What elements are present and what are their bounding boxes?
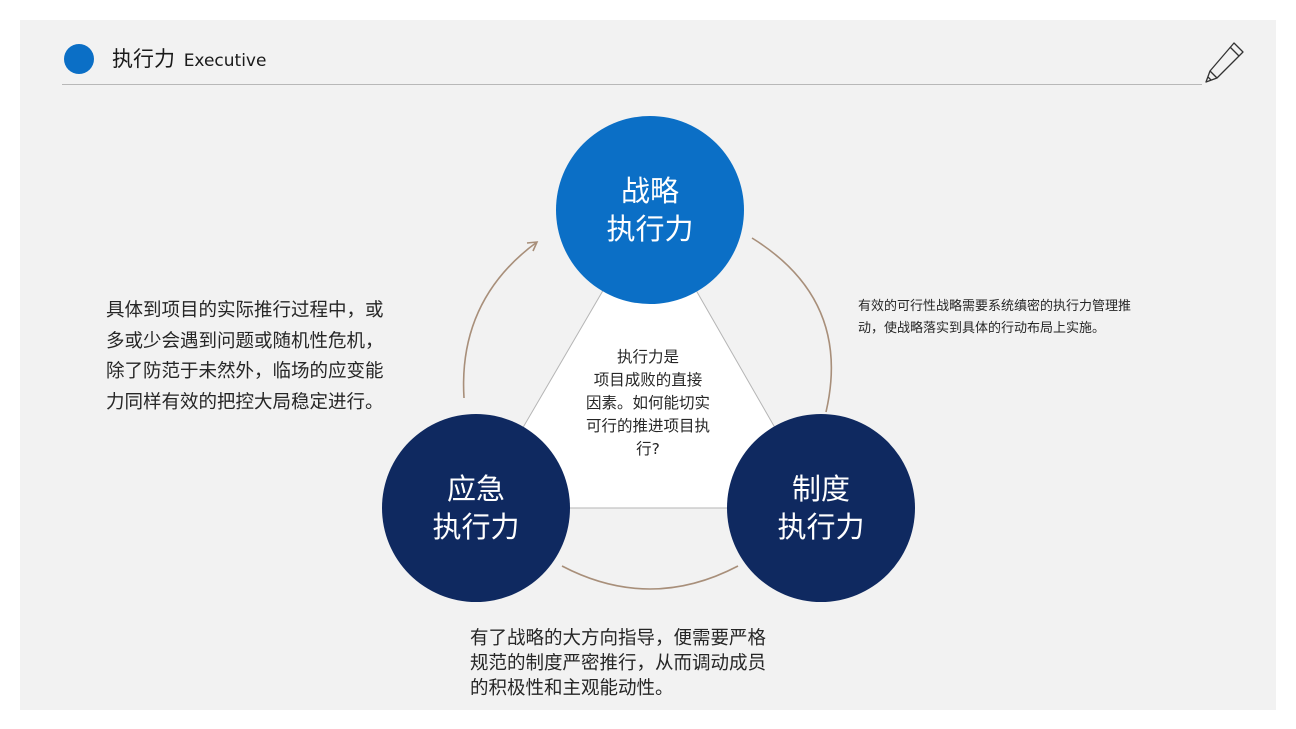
system-circle: [727, 414, 915, 602]
strategy-label-line2: 执行力: [606, 212, 694, 246]
emergency-circle: [382, 414, 570, 602]
center-line5: 行?: [636, 440, 660, 458]
system-description: 有了战略的大方向指导，便需要严格 规范的制度严密推行，从而调动成员 的积极性和主…: [470, 626, 830, 701]
title-en: Executive: [183, 51, 267, 71]
system-label-line2: 执行力: [777, 510, 865, 544]
pen-icon: [1205, 42, 1244, 83]
page-title: 执行力 Executive: [112, 44, 266, 74]
emergency-desc-line2: 多或少会遇到问题或随机性危机，: [106, 330, 384, 352]
center-triangle: [475, 209, 822, 509]
system-label-line1: 制度: [791, 472, 850, 506]
header-bullet-icon: [64, 44, 94, 74]
emergency-label-line2: 执行力: [432, 510, 520, 544]
strategy-label-line1: 战略: [620, 174, 679, 208]
center-line1: 执行力是: [616, 348, 679, 366]
strategy-desc-line1: 有效的可行性战略需要系统缜密的执行力管理推: [858, 299, 1132, 314]
connector-right: [751, 237, 833, 413]
header-divider: [62, 84, 1202, 85]
connector-left-arrowhead: [526, 241, 539, 252]
emergency-description: 具体到项目的实际推行过程中，或 多或少会遇到问题或随机性危机， 除了防范于未然外…: [106, 296, 446, 418]
strategy-circle: [556, 116, 744, 304]
connector-bottom: [561, 565, 739, 590]
emergency-node-label: 应急 执行力: [396, 470, 556, 546]
center-line3: 因素。如何能切实: [585, 394, 710, 412]
connector-left: [462, 241, 538, 399]
center-question: 执行力是 项目成败的直接 因素。如何能切实 可行的推进项目执 行?: [566, 346, 730, 461]
emergency-label-line1: 应急: [446, 472, 505, 506]
emergency-desc-line4: 力同样有效的把控大局稳定进行。: [106, 391, 384, 413]
strategy-desc-line2: 动，使战略落实到具体的行动布局上实施。: [858, 321, 1106, 336]
center-line4: 可行的推进项目执: [585, 417, 710, 435]
system-desc-line3: 的积极性和主观能动性。: [470, 678, 674, 699]
emergency-desc-line3: 除了防范于未然外，临场的应变能: [106, 361, 384, 382]
system-desc-line1: 有了战略的大方向指导，便需要严格: [470, 628, 767, 649]
strategy-description: 有效的可行性战略需要系统缜密的执行力管理推 动，使战略落实到具体的行动布局上实施…: [858, 296, 1208, 340]
emergency-desc-line1: 具体到项目的实际推行过程中，或: [106, 300, 384, 321]
system-desc-line2: 规范的制度严密推行，从而调动成员: [470, 653, 767, 674]
system-node-label: 制度 执行力: [741, 470, 901, 546]
title-cn: 执行力: [112, 47, 175, 71]
center-line2: 项目成败的直接: [593, 371, 703, 389]
strategy-node-label: 战略 执行力: [570, 172, 730, 248]
